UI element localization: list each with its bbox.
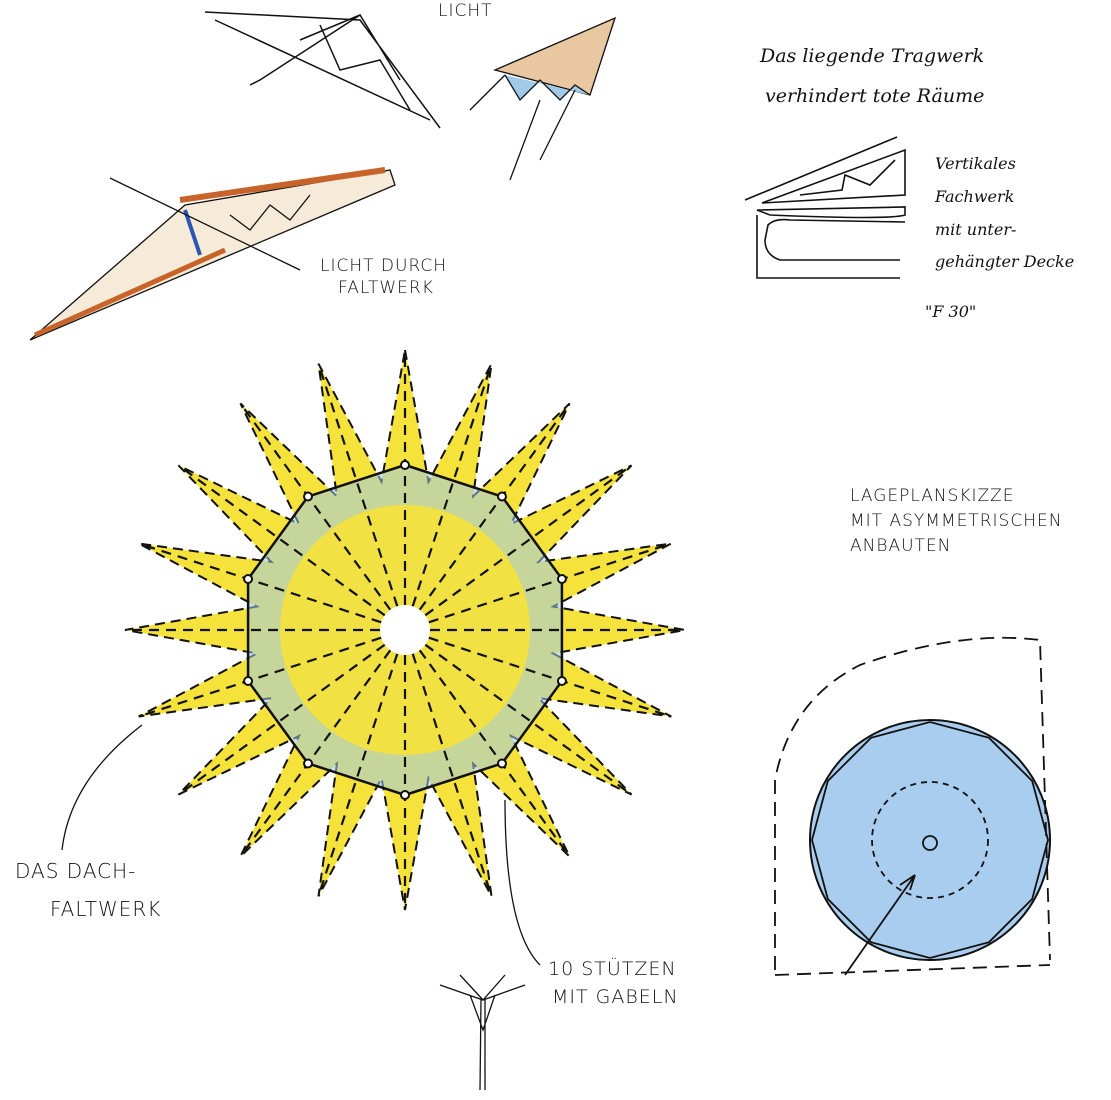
note-line-2: verhindert tote Räume <box>765 85 985 107</box>
star-roof-plan <box>124 349 686 911</box>
fold-ridge-line <box>239 649 392 858</box>
columns-leader-line <box>504 799 541 966</box>
site-label-2: MIT ASYMMETRISCHEN <box>850 511 1063 531</box>
column-node <box>243 574 254 585</box>
column-fork-sketch <box>439 974 526 1091</box>
fold-ridge-line <box>424 643 633 796</box>
label-licht: LICHT <box>438 1 493 21</box>
center-opening <box>380 605 430 655</box>
fold-ridge-line <box>411 653 493 897</box>
fold-ridge-line <box>418 402 571 611</box>
column-node <box>556 574 567 585</box>
roof-label-1: DAS DACH- <box>15 859 137 883</box>
column-node <box>400 460 410 470</box>
fold-ridge-line <box>317 363 399 607</box>
fire-rating: "F 30" <box>925 302 977 321</box>
site-label-3: ANBAUTEN <box>850 536 952 556</box>
perspective-sketch-faltwerk <box>29 167 396 341</box>
fold-ridge-line <box>428 636 672 718</box>
truss-note-1: Vertikales <box>935 154 1016 173</box>
truss-note-3: mit unter- <box>935 220 1017 239</box>
fold-ridge-line <box>239 402 392 611</box>
perspective-sketch-colored <box>469 16 617 181</box>
perspective-sketch-top <box>204 11 441 129</box>
fold-ridge-line <box>177 464 386 617</box>
fold-ridge-line <box>424 464 633 617</box>
fold-ridge-line <box>177 643 386 796</box>
column-node <box>400 790 410 800</box>
truss-section-sketch <box>744 136 906 279</box>
fold-ridge-line <box>418 649 571 858</box>
label-faltwerk: FALTWERK <box>338 278 434 298</box>
column-node <box>496 758 507 769</box>
column-node <box>303 491 314 502</box>
site-label-1: LAGEPLANSKIZZE <box>850 486 1015 506</box>
fold-ridge-line <box>428 542 672 624</box>
roof-label-2: FALTWERK <box>50 897 162 921</box>
truss-note-2: Fachwerk <box>935 187 1015 206</box>
column-node <box>303 758 314 769</box>
fold-ridge-line <box>138 542 382 624</box>
columns-label-2: MIT GABELN <box>552 986 679 1008</box>
column-node <box>496 491 507 502</box>
site-plan-sketch <box>774 636 1051 976</box>
column-node <box>243 675 254 686</box>
fold-ridge-line <box>138 636 382 718</box>
column-node <box>556 675 567 686</box>
fold-ridge-line <box>411 363 493 607</box>
label-licht-durch: LICHT DURCH <box>320 256 448 276</box>
roof-leader-line <box>61 724 143 851</box>
fold-ridge-line <box>317 653 399 897</box>
truss-note-4: gehängter Decke <box>935 252 1075 271</box>
note-line-1: Das liegende Tragwerk <box>760 45 985 67</box>
columns-label-1: 10 STÜTZEN <box>548 958 677 980</box>
